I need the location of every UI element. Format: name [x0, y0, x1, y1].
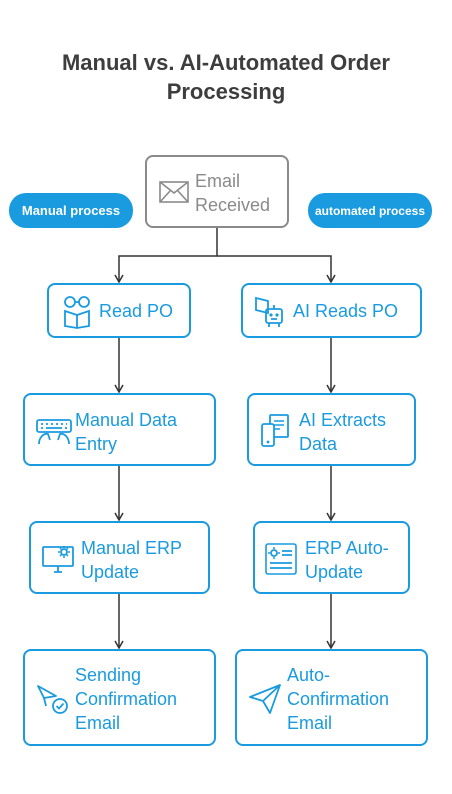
send-check-icon	[37, 685, 68, 714]
ai-step-auto-confirmation-email: Auto- Confirmation Email	[235, 649, 428, 746]
manual-step-3-line-1: Manual ERP	[81, 538, 183, 558]
diagram-title: Manual vs. AI-Automated Order Processing	[0, 48, 452, 106]
ai-step-4-line-3: Email	[287, 713, 333, 733]
ai-step-2-line-1: AI Extracts	[299, 410, 387, 430]
manual-process-label: Manual process	[9, 193, 133, 228]
manual-step-4-line-1: Sending	[75, 665, 142, 685]
manual-step-2-line-1: Manual Data	[75, 410, 178, 430]
manual-step-data-entry: Manual Data Entry	[23, 393, 216, 466]
automated-process-label: automated process	[308, 193, 432, 228]
manual-step-confirmation-email: Sending Confirmation Email	[23, 649, 216, 746]
ai-step-2-line-2: Data	[299, 434, 338, 454]
ai-step-erp-auto-update: ERP Auto- Update	[253, 521, 410, 594]
keyboard-hands-icon	[36, 419, 72, 445]
phone-document-icon	[261, 414, 289, 447]
email-received-node: Email Received	[145, 155, 289, 228]
envelope-icon	[159, 181, 189, 203]
monitor-gear-icon	[42, 546, 74, 573]
manual-step-1-line-1: Read PO	[99, 301, 174, 321]
manual-step-4-line-2: Confirmation	[75, 689, 178, 709]
title-line-1: Manual vs. AI-Automated Order	[61, 50, 390, 75]
manual-step-4-line-3: Email	[75, 713, 121, 733]
manual-step-3-line-2: Update	[81, 562, 140, 582]
manual-step-read-po: Read PO	[47, 283, 191, 338]
manual-step-erp-update: Manual ERP Update	[29, 521, 210, 594]
ai-step-4-line-1: Auto-	[287, 665, 331, 685]
email-line-2: Received	[195, 195, 271, 215]
manual-step-2-line-2: Entry	[75, 434, 118, 454]
ai-step-reads-po: AI Reads PO	[241, 283, 422, 338]
connector-email-ai	[217, 255, 336, 284]
ai-step-1-line-1: AI Reads PO	[293, 301, 399, 321]
gear-list-icon	[265, 543, 297, 575]
reading-glasses-icon	[64, 296, 90, 329]
ai-step-extracts-data: AI Extracts Data	[247, 393, 416, 466]
title-line-2: Processing	[166, 79, 286, 104]
connector-email-split	[114, 228, 218, 284]
robot-book-icon	[255, 296, 283, 327]
ai-step-3-line-2: Update	[305, 562, 364, 582]
ai-step-4-line-2: Confirmation	[287, 689, 390, 709]
paper-plane-icon	[249, 684, 281, 714]
email-line-1: Email	[195, 171, 241, 191]
ai-step-3-line-1: ERP Auto-	[305, 538, 389, 558]
